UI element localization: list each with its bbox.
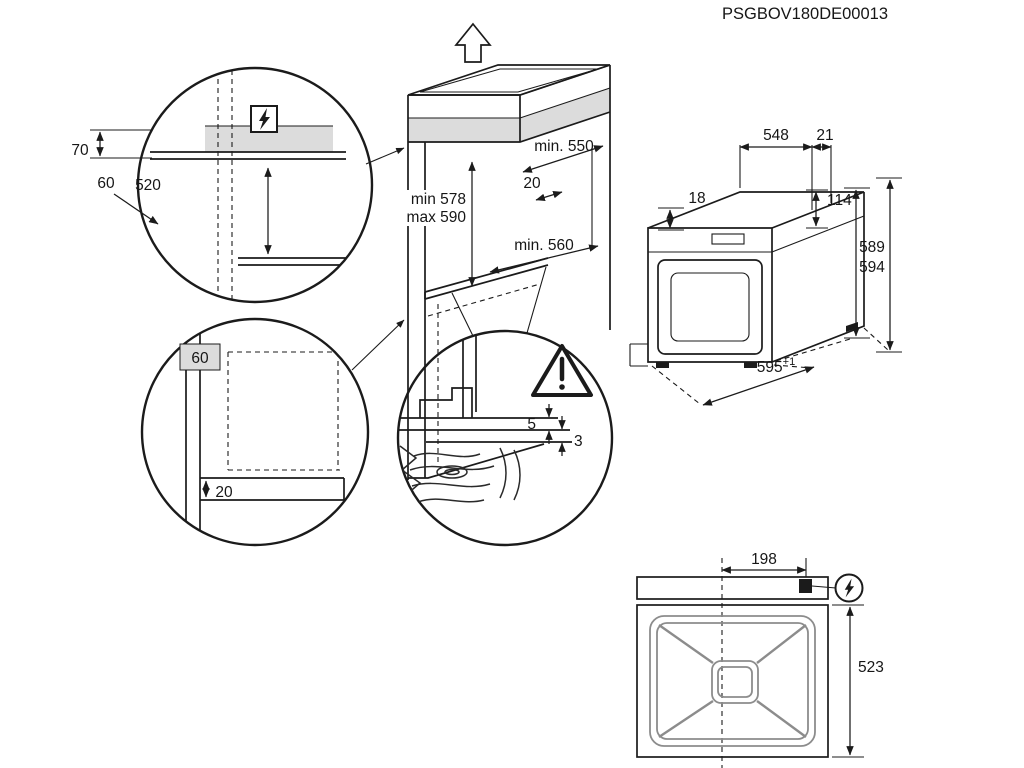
top-view-cross-brace — [658, 624, 807, 738]
dim-595-value: 595 — [757, 359, 783, 376]
niche-height-max-label: max 590 — [407, 209, 467, 226]
detail-circle-top: 70 60 520 — [71, 66, 405, 304]
callout-arrow-top — [365, 147, 405, 165]
oven-door — [657, 259, 763, 355]
warning-triangle-icon — [531, 344, 593, 397]
vent-arrow-icon — [454, 22, 492, 63]
cabinet-top-panel-shaded — [408, 118, 520, 142]
dim-595-tolerance: +1 — [783, 356, 796, 368]
cabinet-column-drawing: min. 550 20 min 578 max 590 min. 560 — [402, 22, 611, 480]
dim-label-198: 198 — [751, 551, 777, 568]
oven-top-view-drawing: 198 523 — [636, 551, 884, 768]
high-voltage-icon-plan — [834, 573, 864, 603]
mains-connection-point — [799, 579, 812, 593]
dim-label-21: 21 — [816, 127, 833, 144]
niche-height-min-label: min 578 — [411, 191, 466, 208]
dim-label-18: 18 — [688, 190, 705, 207]
dim-label-548: 548 — [763, 127, 789, 144]
trim-profile — [419, 387, 473, 418]
dim-label-5: 5 — [527, 416, 536, 433]
callout-arrow-bottom — [351, 319, 405, 371]
dim-label-594: 594 — [859, 259, 885, 276]
top-view-front-strip — [636, 576, 829, 600]
dim-label-60-bottom: 60 — [191, 350, 209, 367]
document-code: PSGBOV180DE00013 — [722, 5, 888, 23]
dim-label-20-bottom: 20 — [215, 484, 233, 501]
dim-label-114: 114 — [827, 192, 852, 209]
top-view-body — [636, 604, 829, 758]
dim-label-520: 520 — [135, 177, 161, 194]
high-voltage-icon — [250, 105, 278, 133]
dim-label-70: 70 — [71, 142, 89, 159]
dim-label-589: 589 — [859, 239, 885, 256]
niche-width-label: min. 560 — [514, 237, 574, 254]
dim-label-595: 595+1 — [757, 356, 795, 376]
niche-20-label: 20 — [523, 175, 541, 192]
dim-label-60-top: 60 — [97, 175, 115, 192]
detail-circle-bottom: 60 20 — [140, 317, 405, 547]
wall-offset-highlight — [179, 343, 221, 371]
niche-depth-label: min. 550 — [534, 138, 594, 155]
oven-display — [711, 233, 745, 245]
detail-circle-warning: 5 3 — [396, 329, 614, 547]
detail-callout-lines — [451, 266, 547, 337]
oven-isometric-drawing: 548 21 18 114 589 594 595+1 — [629, 127, 902, 406]
dim-label-3: 3 — [574, 433, 583, 450]
oven-door-window — [670, 272, 750, 342]
dim-label-523: 523 — [858, 659, 884, 676]
